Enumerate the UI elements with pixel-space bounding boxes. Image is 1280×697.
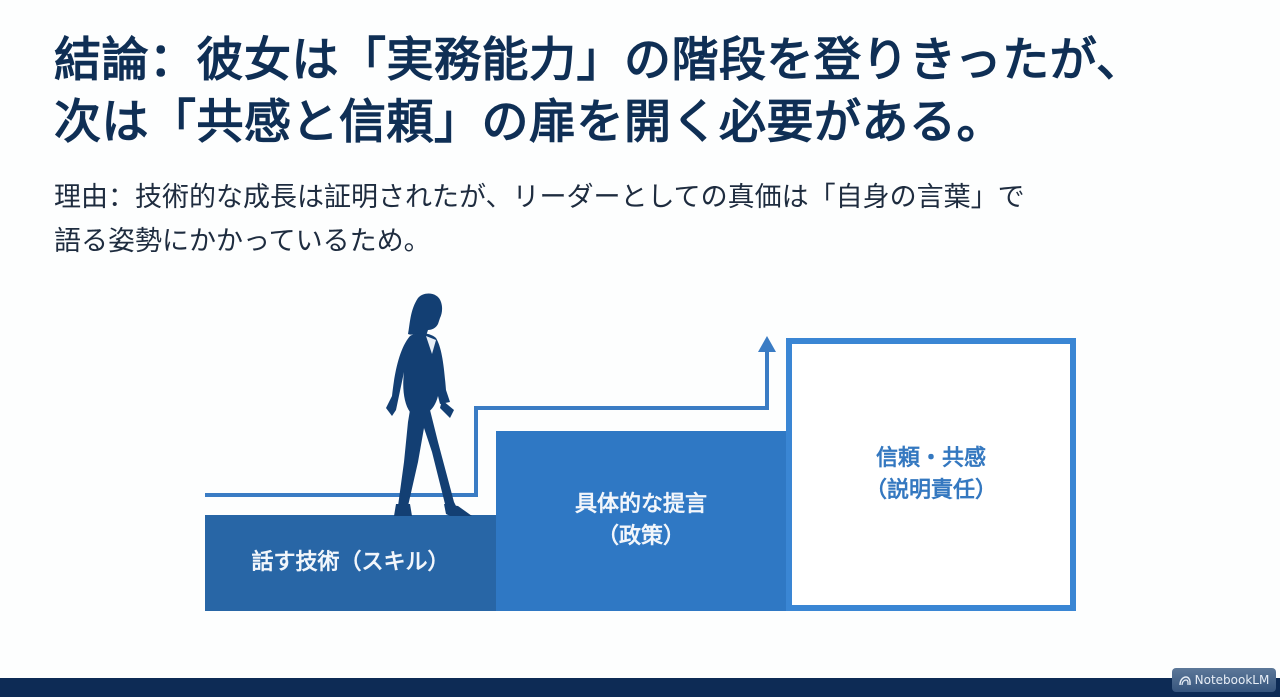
step3-sublabel: （説明責任） bbox=[864, 477, 997, 503]
step-speaking-skill: 話す技術（スキル） bbox=[205, 515, 496, 611]
notebooklm-badge[interactable]: NotebookLM bbox=[1172, 668, 1276, 692]
badge-label: NotebookLM bbox=[1194, 673, 1270, 687]
footer-bar bbox=[0, 678, 1280, 697]
notebooklm-logo-icon bbox=[1178, 676, 1191, 685]
step-trust-empathy-door: 信頼・共感 （説明責任） bbox=[786, 338, 1076, 611]
subtitle-line-2: 語る姿勢にかかっているため。 bbox=[54, 226, 431, 257]
step-concrete-proposal: 具体的な提言 （政策） bbox=[496, 431, 786, 611]
subtitle: 理由：技術的な成長は証明されたが、リーダーとしての真価は「自身の言葉」で 語る姿… bbox=[54, 176, 1254, 264]
page-title: 結論：彼女は「実務能力」の階段を登りきったが、 次は「共感と信頼」の扉を開く必要… bbox=[54, 30, 1254, 154]
subtitle-line-1: 理由：技術的な成長は証明されたが、リーダーとしての真価は「自身の言葉」で bbox=[54, 182, 1025, 213]
step2-sublabel: （政策） bbox=[596, 524, 685, 549]
title-line-1: 結論：彼女は「実務能力」の階段を登りきったが、 bbox=[54, 33, 1144, 88]
title-line-2: 次は「共感と信頼」の扉を開く必要がある。 bbox=[54, 95, 1004, 150]
step1-label: 話す技術（スキル） bbox=[251, 550, 450, 575]
businesswoman-silhouette-icon bbox=[386, 293, 472, 516]
step3-label: 信頼・共感 bbox=[875, 445, 986, 471]
step2-label: 具体的な提言 bbox=[574, 492, 707, 517]
